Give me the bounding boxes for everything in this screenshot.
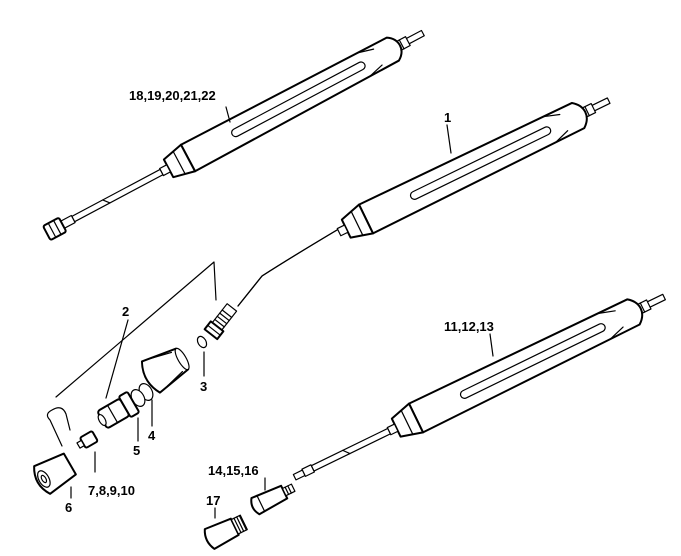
lance-1: 1 <box>203 97 611 341</box>
callout-17: 17 <box>206 493 220 508</box>
callout-1: 1 <box>444 110 451 125</box>
callout-7-10: 7,8,9,10 <box>88 483 135 498</box>
callout-11-13: 11,12,13 <box>444 319 494 334</box>
callout-4: 4 <box>148 428 156 443</box>
insert-7-10: 7,8,9,10 <box>76 430 135 498</box>
lance-18-22: 18,19,20,21,22 <box>42 29 425 241</box>
callout-3: 3 <box>200 379 207 394</box>
callout-5: 5 <box>133 443 140 458</box>
callout-18-22: 18,19,20,21,22 <box>129 88 216 103</box>
nozzle-17: 17 <box>203 493 248 550</box>
clip-2: 2 <box>46 261 217 447</box>
nozzle-body-5: 5 <box>97 391 140 458</box>
callout-6: 6 <box>65 500 72 515</box>
nozzle-14-16: 14,15,16 <box>208 463 296 516</box>
cap-6: 6 <box>33 452 77 515</box>
cap-3: 3 <box>140 335 207 394</box>
callout-2: 2 <box>122 304 129 319</box>
callout-14-16: 14,15,16 <box>208 463 259 478</box>
lance-11-13: 11,12,13 <box>292 293 666 481</box>
